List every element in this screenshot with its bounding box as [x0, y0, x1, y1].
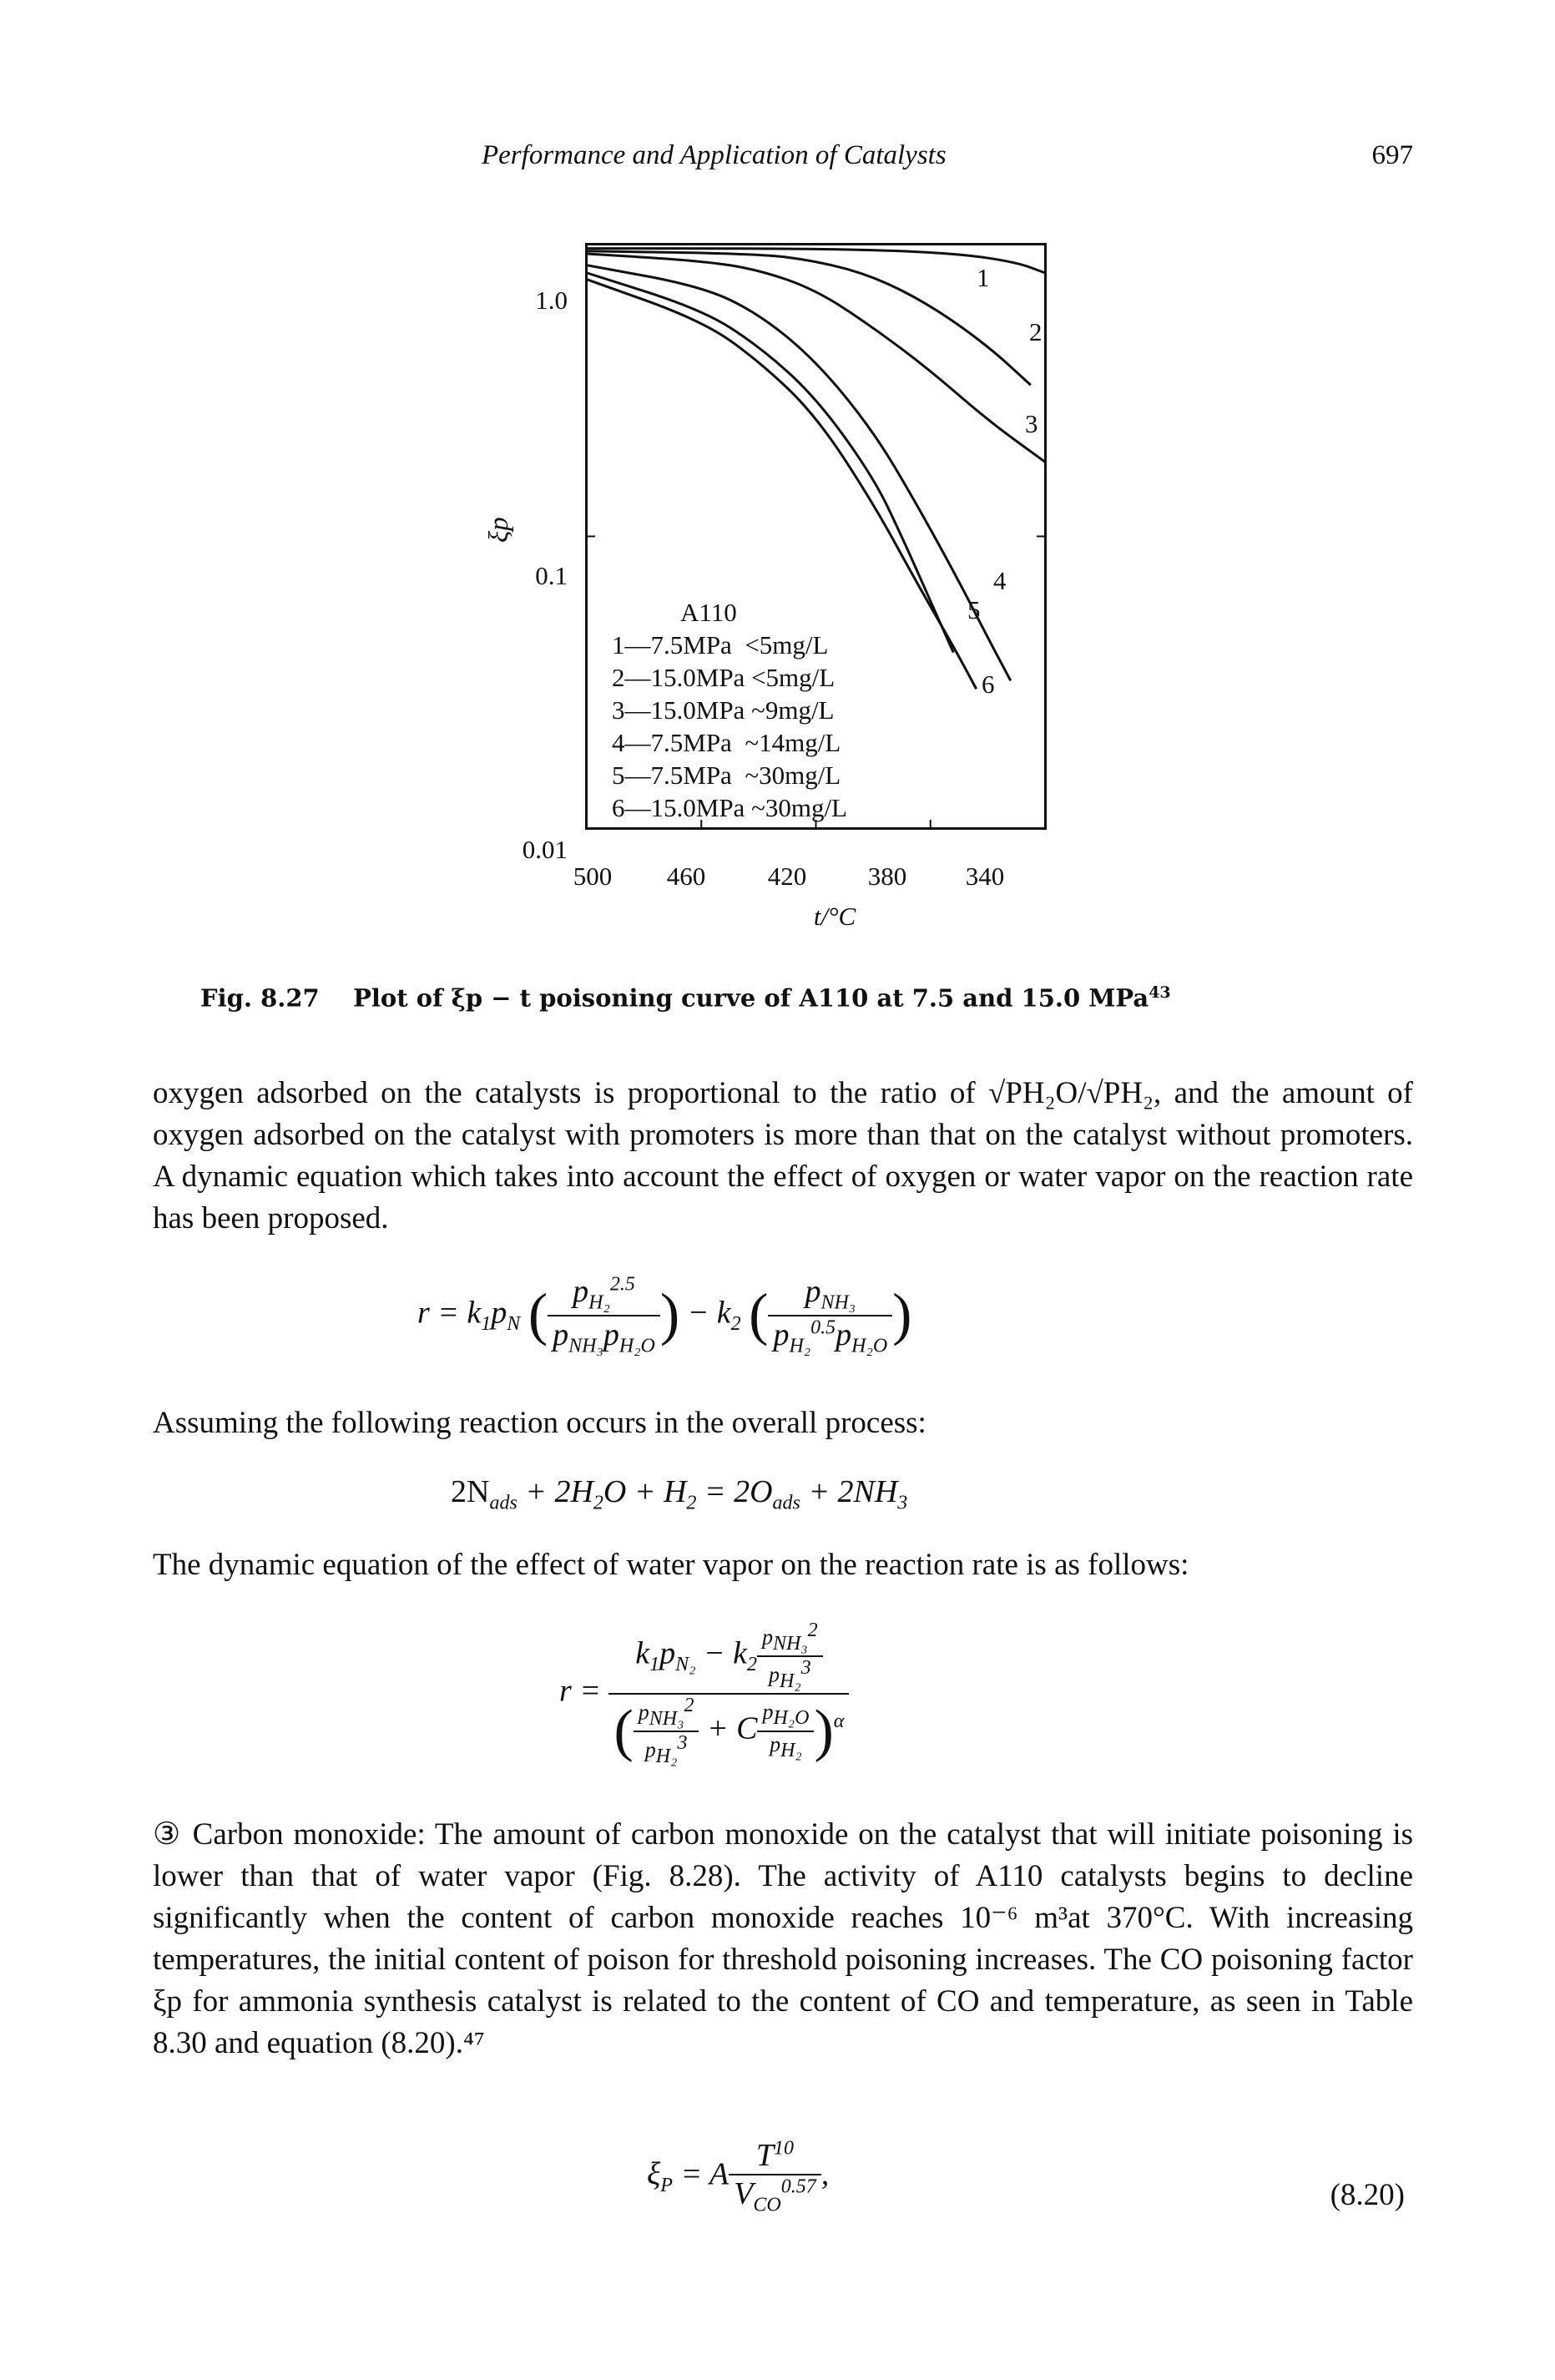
x-tick-label: 380	[867, 862, 907, 891]
paragraph: Assuming the following reaction occurs i…	[153, 1406, 926, 1440]
caption-ref: 43	[1149, 983, 1171, 1002]
curve-series-1	[587, 247, 1046, 275]
curve-label-6: 6	[982, 670, 995, 699]
x-tick-label: 340	[965, 862, 1005, 891]
caption-text: Plot of ξp − t poisoning curve of A110 a…	[353, 983, 1149, 1013]
legend-row: 6—15.0MPa ~30mg/L	[612, 793, 847, 822]
x-tick-label: 460	[666, 862, 706, 891]
x-axis-label: t/°C	[813, 902, 856, 931]
paragraph: The dynamic equation of the effect of wa…	[153, 1548, 1189, 1582]
legend-row: 4—7.5MPa ~14mg/L	[612, 728, 841, 757]
curve-label-3: 3	[1025, 409, 1038, 438]
curve-series-4	[586, 264, 1012, 682]
paragraph: ③ Carbon monoxide: The amount of carbon …	[153, 1817, 1413, 2060]
running-title: Performance and Application of Catalysts	[482, 140, 947, 170]
y-axis-label: ξp	[484, 517, 514, 543]
figure-caption: Fig. 8.27 Plot of ξp − t poisoning curve…	[200, 983, 1369, 1013]
page-number: 697	[1371, 140, 1414, 170]
y-tick-label: 1.0	[535, 285, 568, 315]
y-tick-label: 0.01	[522, 835, 568, 864]
legend-row: 1—7.5MPa <5mg/L	[612, 630, 829, 659]
plot-curves	[586, 247, 1046, 828]
curve-label-4: 4	[993, 566, 1007, 595]
legend-title: A110	[680, 598, 737, 627]
plot-frame	[585, 243, 1047, 830]
legend-row: 3—15.0MPa ~9mg/L	[612, 695, 835, 725]
curve-series-6	[586, 278, 977, 690]
y-tick-label: 0.1	[535, 561, 568, 590]
x-tick-label: 500	[573, 862, 613, 891]
legend-row: 5—7.5MPa ~30mg/L	[612, 760, 841, 790]
curve-label-1: 1	[977, 263, 990, 292]
legend-row: 2—15.0MPa <5mg/L	[612, 663, 836, 692]
curve-label-5: 5	[967, 595, 981, 624]
page-header: Performance and Application of Catalysts…	[0, 140, 1555, 182]
legend: A110 1—7.5MPa <5mg/L 2—15.0MPa <5mg/L 3—…	[612, 596, 847, 824]
paragraph: oxygen adsorbed on the catalysts is prop…	[153, 1076, 1413, 1235]
caption-label: Fig. 8.27	[200, 983, 320, 1013]
curve-series-5	[586, 271, 955, 654]
figure-8-27: 1.0 0.1 0.01 500 460 420 380 340 ξp t/°C…	[451, 225, 1085, 952]
curve-series-3	[586, 252, 1046, 463]
equation-overall-reaction: 2Nads + 2H2O + H2 = 2Oads + 2NH3	[451, 1474, 908, 1514]
curve-label-2: 2	[1029, 317, 1043, 346]
curve-series-2	[586, 250, 1032, 387]
equation-number: (8.20)	[1330, 2178, 1405, 2212]
x-tick-label: 420	[767, 862, 807, 891]
